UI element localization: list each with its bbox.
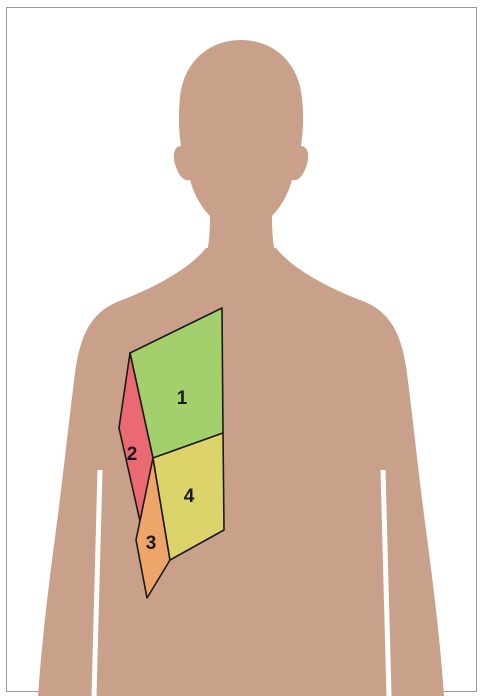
region-3-label: 3 <box>146 533 157 554</box>
region-4-label: 4 <box>184 486 195 507</box>
region-1-label: 1 <box>177 388 188 409</box>
region-2-label: 2 <box>127 444 138 465</box>
